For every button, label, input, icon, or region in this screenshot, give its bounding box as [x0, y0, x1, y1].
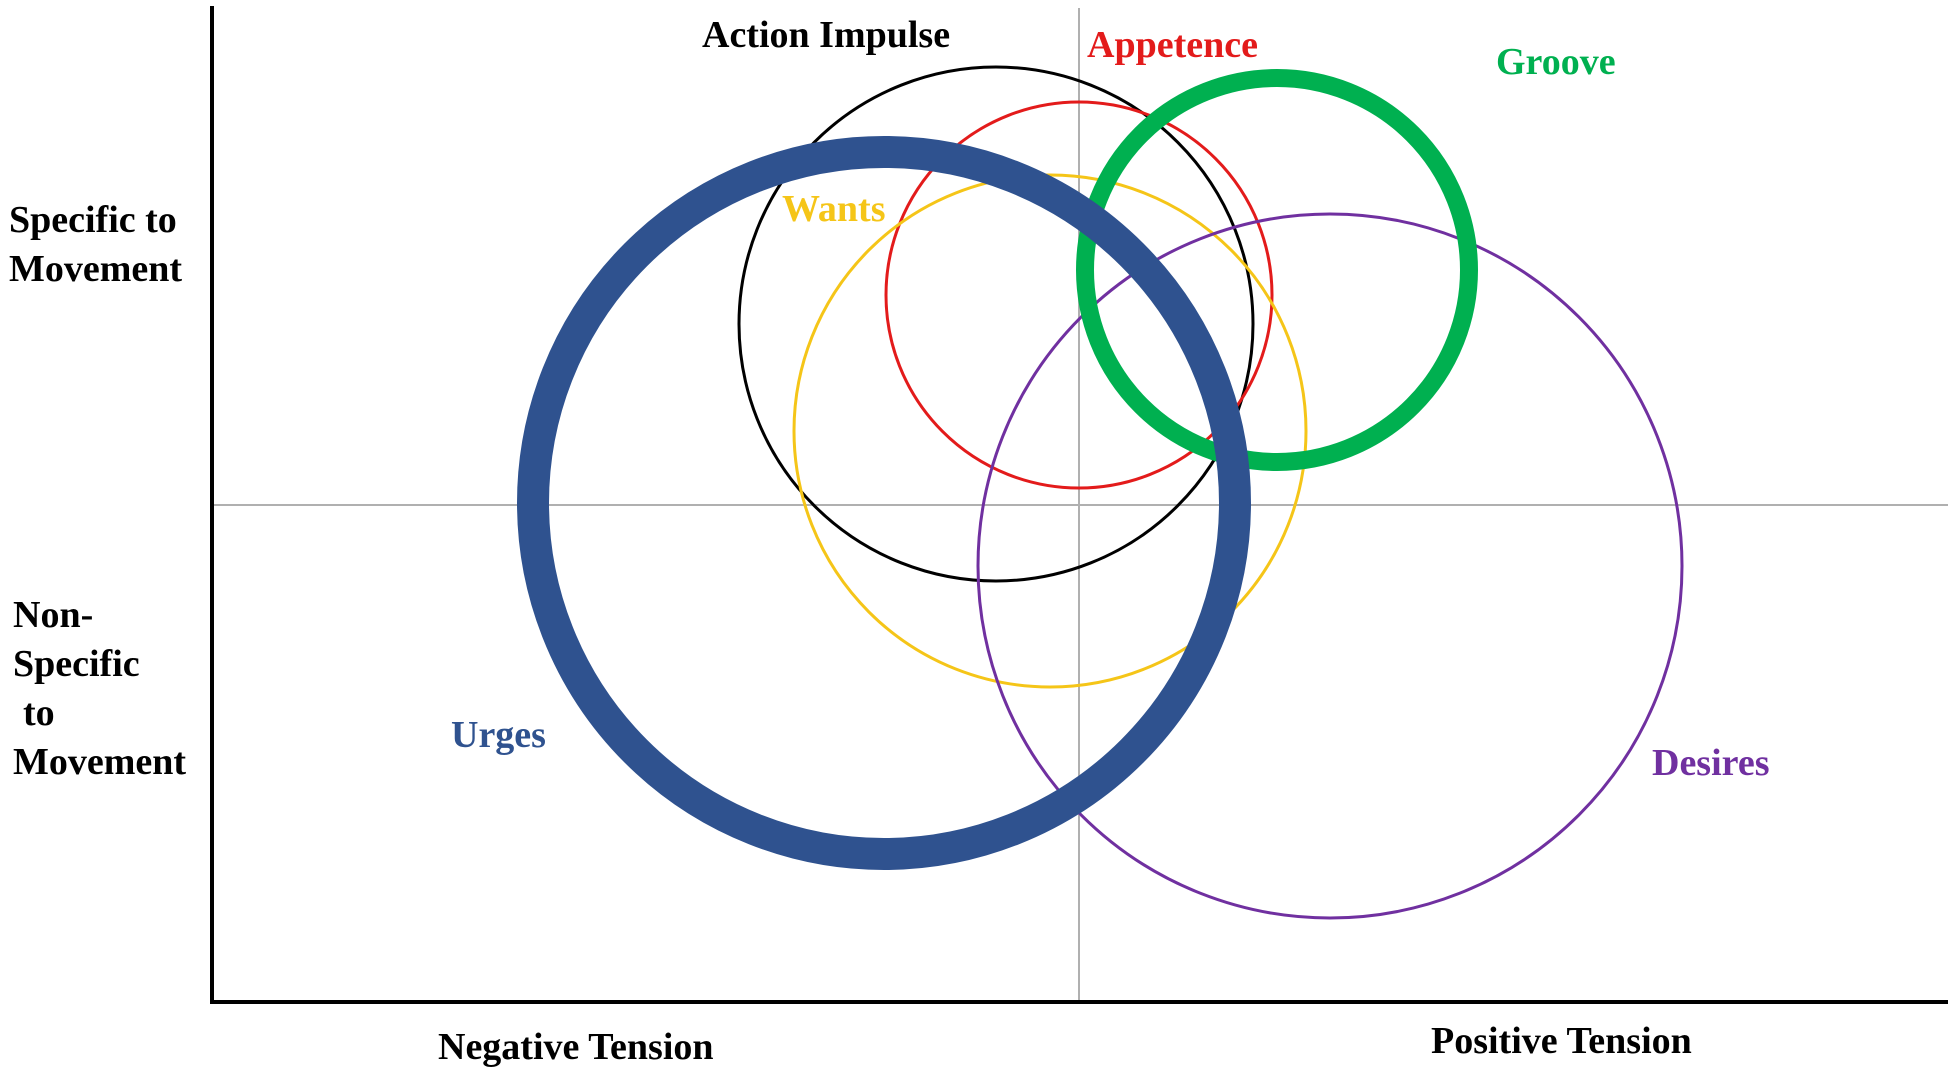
label-groove: Groove: [1496, 41, 1616, 83]
label-urges: Urges: [451, 714, 546, 756]
label-appetence: Appetence: [1087, 24, 1258, 66]
circle-action-impulse: [737, 65, 1255, 583]
y-label-nonspecific-line2: Specific: [13, 643, 140, 685]
label-wants: Wants: [782, 188, 886, 230]
circle-urges: [517, 136, 1251, 870]
y-label-specific-line1: Specific to: [9, 199, 177, 241]
y-label-specific: Specific to Movement: [9, 196, 182, 294]
x-label-positive-tension: Positive Tension: [1431, 1020, 1692, 1062]
circle-appetence: [884, 100, 1274, 490]
x-label-negative-tension: Negative Tension: [438, 1026, 714, 1068]
y-label-nonspecific-line4: Movement: [13, 741, 187, 783]
label-desires: Desires: [1652, 742, 1770, 784]
circle-wants: [792, 173, 1308, 689]
y-label-nonspecific-line3: to: [23, 692, 55, 734]
y-label-specific-line2: Movement: [9, 248, 183, 290]
circle-desires: [976, 212, 1684, 920]
y-label-nonspecific: Non- Specific to Movement: [13, 591, 186, 787]
circle-groove: [1076, 69, 1478, 471]
y-label-nonspecific-line1: Non-: [13, 594, 94, 636]
label-action-impulse: Action Impulse: [702, 14, 951, 56]
